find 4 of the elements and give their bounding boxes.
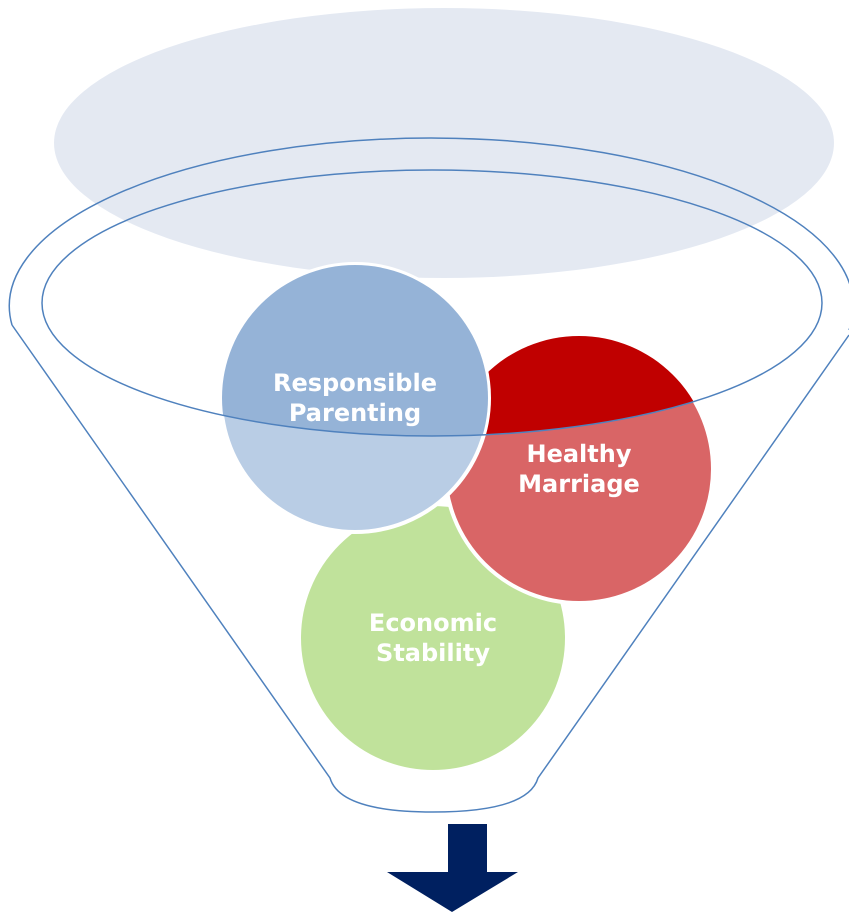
circle-label: Responsible Parenting bbox=[272, 368, 438, 428]
circle-label: Healthy Marriage bbox=[517, 439, 641, 499]
ellipse-shape bbox=[54, 8, 834, 278]
circle-label: Economic Stability bbox=[368, 608, 498, 668]
